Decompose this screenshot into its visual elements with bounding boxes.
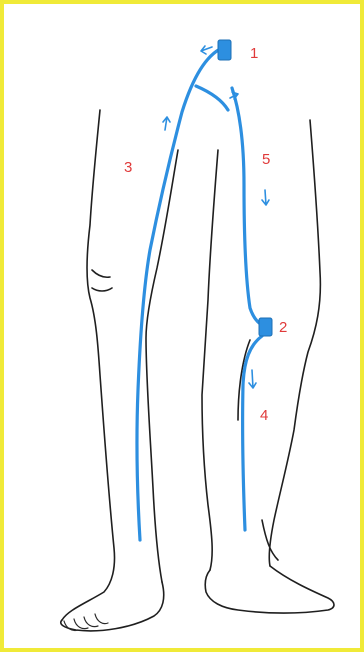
vein-segment-5 [232,88,266,327]
toe-2 [74,619,88,629]
front-leg-outer-contour [269,120,320,566]
vein-segment-3 [137,48,222,540]
back-leg-outer-contour [62,110,115,620]
label-1: 1 [250,45,258,62]
device-2 [259,318,272,336]
label-3: 3 [124,159,132,176]
front-leg-inner-contour [202,150,218,570]
arrow-crossing-right [230,92,238,99]
front-foot [205,566,334,613]
device-1 [218,40,231,60]
arrow-down-segment-5 [262,190,269,205]
arrow-up-segment-3 [163,117,170,130]
back-knee-detail [92,270,110,277]
arrow-down-segment-4 [249,370,256,388]
toe-3 [84,617,98,627]
vein-crossing-branch [196,86,228,110]
vein-segment-4 [243,336,262,530]
label-4: 4 [260,407,268,424]
back-knee-detail-2 [92,288,112,291]
back-leg-inner-contour [146,150,178,582]
label-5: 5 [262,151,270,168]
arrow-near-device-1 [201,46,212,54]
label-2: 2 [279,319,287,336]
toe-4 [95,614,108,624]
toe-1 [64,621,78,631]
